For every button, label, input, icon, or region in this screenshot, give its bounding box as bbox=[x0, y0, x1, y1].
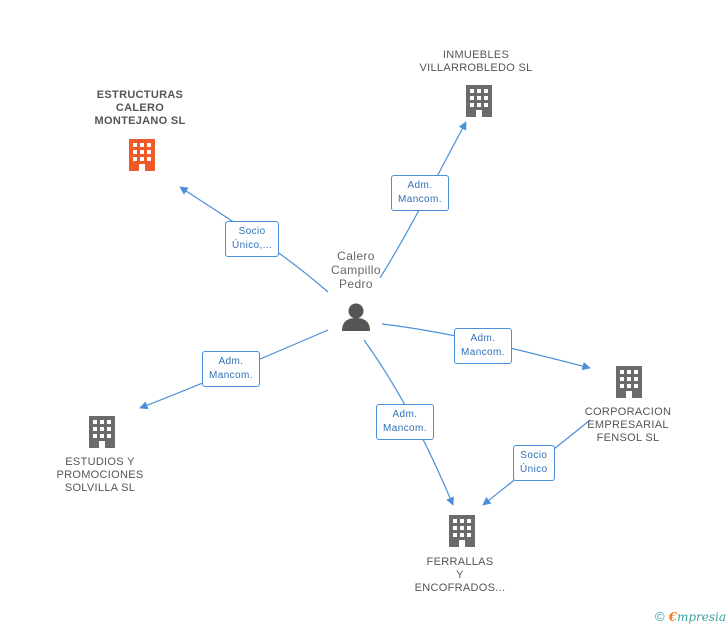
relation-label-ferrallas: Adm. Mancom. bbox=[376, 404, 434, 440]
relation-label-inmuebles: Adm. Mancom. bbox=[391, 175, 449, 211]
relation-label-corporacion-ferrallas: Socio Único bbox=[513, 445, 555, 481]
building-icon bbox=[129, 139, 155, 171]
building-icon bbox=[449, 515, 475, 547]
company-name-estructuras[interactable]: ESTRUCTURAS CALERO MONTEJANO SL bbox=[94, 89, 186, 127]
company-name-ferrallas[interactable]: FERRALLAS Y ENCOFRADOS... bbox=[414, 556, 506, 594]
building-icon bbox=[616, 366, 642, 398]
building-icon bbox=[466, 85, 492, 117]
relation-label-estructuras: Socio Único,... bbox=[225, 221, 280, 257]
company-name-inmuebles[interactable]: INMUEBLES VILLARROBLEDO SL bbox=[419, 49, 533, 74]
copyright-icon: © bbox=[654, 609, 665, 624]
relation-label-estudios: Adm. Mancom. bbox=[202, 351, 260, 387]
company-name-estudios[interactable]: ESTUDIOS Y PROMOCIONES SOLVILLA SL bbox=[56, 456, 144, 494]
person-name[interactable]: Calero Campillo Pedro bbox=[331, 249, 381, 291]
empresia-logo[interactable]: €mpresia bbox=[668, 609, 726, 624]
relation-label-corporacion: Adm. Mancom. bbox=[454, 328, 512, 364]
footer-brand[interactable]: © €mpresia bbox=[655, 609, 726, 624]
building-icon bbox=[89, 416, 115, 448]
person-icon[interactable] bbox=[342, 303, 370, 332]
company-name-corporacion[interactable]: CORPORACION EMPRESARIAL FENSOL SL bbox=[584, 406, 672, 444]
